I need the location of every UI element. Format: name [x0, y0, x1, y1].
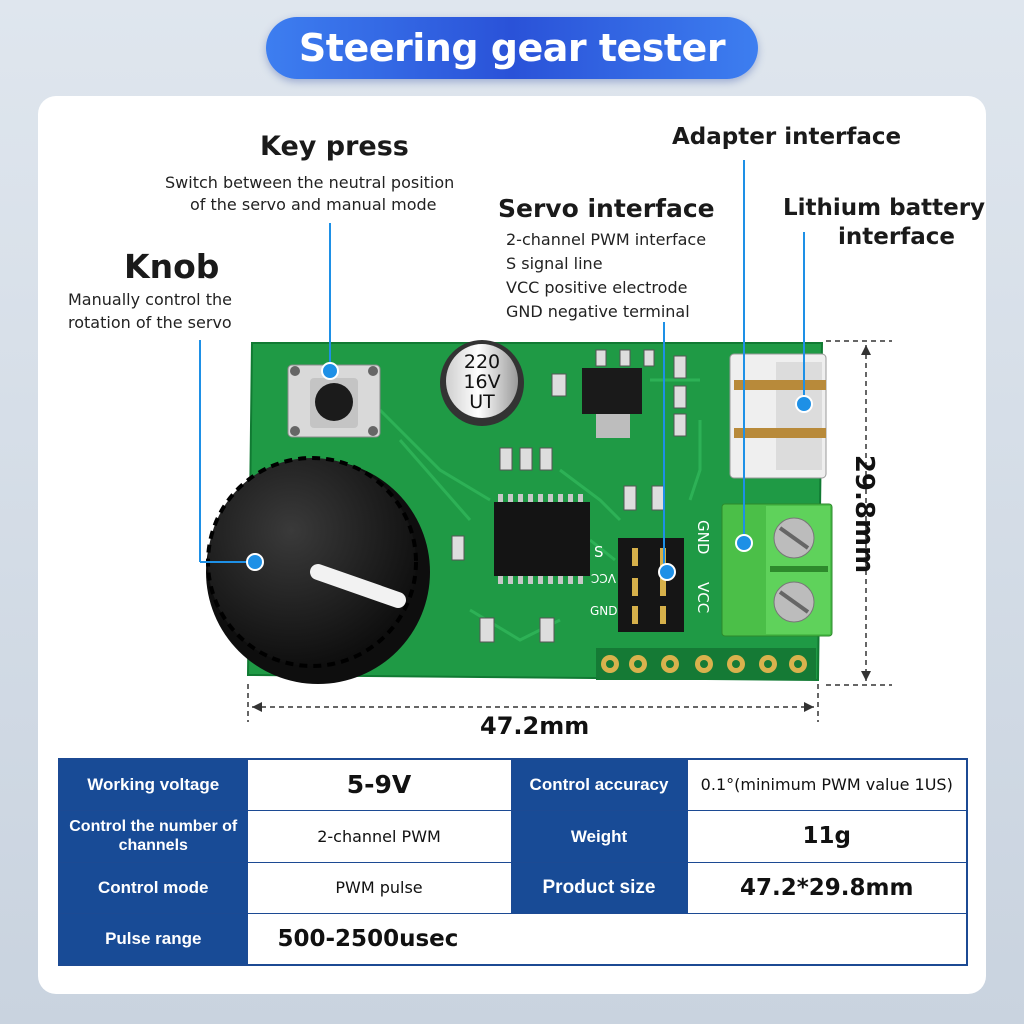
- spec-key: Working voltage: [58, 758, 248, 811]
- knob-desc-2: rotation of the servo: [68, 313, 232, 332]
- spec-key: Control mode: [58, 861, 248, 914]
- spec-value: 11g: [686, 809, 968, 863]
- screw-terminal: [721, 503, 833, 637]
- spec-key: Weight: [510, 809, 688, 863]
- table-row: Working voltage 5-9V Control accuracy 0.…: [58, 758, 968, 811]
- servo-desc-4: GND negative terminal: [506, 302, 690, 321]
- silk-gnd-small: GND: [590, 604, 618, 618]
- key-press-desc-1: Switch between the neutral position: [165, 173, 455, 192]
- voltage-regulator: [582, 368, 642, 438]
- tact-switch: [287, 364, 381, 438]
- lithium-title-2: interface: [838, 224, 955, 250]
- dimension-lines: [247, 340, 892, 722]
- capacitor-label-2: 16V: [463, 371, 500, 393]
- servo-desc-3: VCC positive electrode: [506, 278, 688, 297]
- lithium-title-1: Lithium battery: [783, 195, 986, 221]
- capacitor-label-1: 220: [464, 351, 500, 373]
- key-press-desc-2: of the servo and manual mode: [190, 195, 437, 214]
- jst-connector: [729, 353, 827, 479]
- key-press-title: Key press: [260, 131, 409, 162]
- silk-gnd: GND: [694, 520, 712, 554]
- height-dimension: 29.8mm: [849, 454, 879, 574]
- spec-key: Control the number of channels: [58, 809, 248, 863]
- spec-value: 47.2*29.8mm: [686, 861, 968, 914]
- knob-desc-1: Manually control the: [68, 290, 232, 309]
- spec-value: 2-channel PWM: [246, 809, 512, 863]
- width-dimension: 47.2mm: [480, 712, 590, 740]
- spec-value: 5-9V: [246, 758, 512, 811]
- spec-table: Working voltage 5-9V Control accuracy 0.…: [58, 758, 968, 966]
- spec-value: 500-2500usec: [246, 912, 968, 966]
- smd-components: [451, 349, 687, 643]
- spec-key: Control accuracy: [510, 758, 688, 811]
- callout-markers: [246, 362, 813, 581]
- spec-value: 0.1°(minimum PWM value 1US): [686, 758, 968, 811]
- knob-title: Knob: [124, 247, 220, 286]
- spec-value: PWM pulse: [246, 861, 512, 914]
- silk-vcc-small: VCC: [591, 571, 616, 585]
- spec-key: Product size: [510, 861, 688, 914]
- capacitor-label-3: UT: [469, 391, 495, 413]
- ic-chip: [494, 494, 590, 584]
- table-row: Control mode PWM pulse Product size 47.2…: [58, 861, 968, 914]
- page-title: Steering gear tester: [266, 17, 758, 79]
- adapter-interface-title: Adapter interface: [672, 124, 902, 150]
- servo-interface-title: Servo interface: [498, 194, 715, 223]
- servo-desc-1: 2-channel PWM interface: [506, 230, 707, 249]
- knob: [206, 456, 430, 684]
- callout-lines: [199, 160, 805, 572]
- table-row: Control the number of channels 2-channel…: [58, 809, 968, 863]
- servo-desc-2: S signal line: [506, 254, 603, 273]
- capacitor: 220 16V UT: [440, 340, 524, 426]
- silk-vcc: VCC: [694, 582, 712, 613]
- table-row: Pulse range 500-2500usec: [58, 912, 968, 966]
- bottom-pin-pads: [596, 648, 816, 680]
- silk-s: S: [594, 543, 604, 561]
- spec-key: Pulse range: [58, 912, 248, 966]
